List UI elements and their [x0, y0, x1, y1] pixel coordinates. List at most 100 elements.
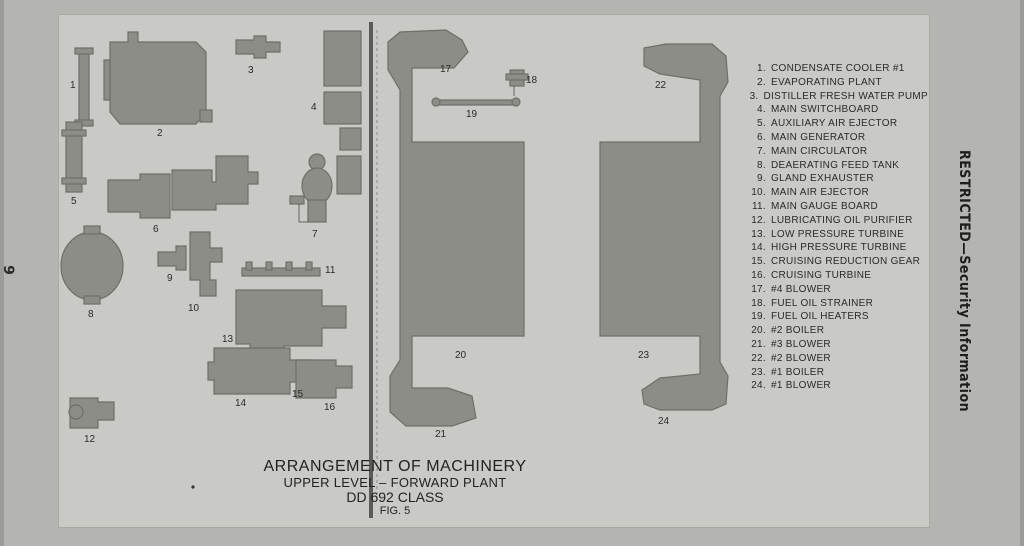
legend-number: 3.	[749, 90, 759, 102]
lube-oil-purifier-shape	[68, 397, 115, 429]
callout-19: 19	[466, 109, 478, 120]
legend-item: 24.#1 BLOWER	[738, 379, 928, 393]
caption-subtitle: UPPER LEVEL – FORWARD PLANT	[283, 475, 507, 490]
condensate-cooler-shape	[74, 47, 94, 127]
legend-item: 8. DEAERATING FEED TANK	[738, 159, 928, 173]
legend-item: 2.EVAPORATING PLANT	[738, 76, 928, 90]
callout-7: 7	[312, 229, 318, 240]
legend-label: LOW PRESSURE TURBINE	[771, 228, 905, 240]
plan-divider	[369, 22, 373, 518]
legend-number: 18.	[751, 297, 766, 309]
legend-label: FUEL OIL HEATERS	[771, 311, 869, 323]
legend-number: 12.	[751, 214, 766, 226]
callout-1: 1	[70, 80, 76, 91]
legend-label: DEAERATING FEED TANK	[771, 159, 900, 171]
evaporating-plant-shape	[103, 31, 213, 125]
legend-item: 21. #3 BLOWER	[738, 338, 928, 352]
legend-number: 14.	[751, 242, 766, 254]
main-switchboard-shape	[323, 30, 362, 195]
legend-item: 10.MAIN AIR EJECTOR	[738, 186, 928, 200]
legend-item: 12. LUBRICATING OIL PURIFIER	[738, 214, 928, 228]
auxiliary-air-ejector-shape	[61, 121, 87, 193]
callout-13: 13	[222, 334, 234, 345]
legend-label: DISTILLER FRESH WATER PUMP	[763, 90, 928, 102]
gland-exhauster-shape	[157, 245, 187, 271]
legend-item: 15.CRUISING REDUCTION GEAR	[738, 255, 928, 269]
legend-label: #2 BLOWER	[771, 352, 831, 364]
legend-label: #1 BLOWER	[771, 380, 831, 392]
callout-24: 24	[658, 416, 670, 427]
main-air-ejector-shape	[189, 231, 223, 297]
callout-23: 23	[638, 350, 650, 361]
legend-label: #2 BOILER	[771, 325, 825, 337]
legend-label: #1 BOILER	[771, 366, 825, 378]
main-generator-shape	[107, 155, 259, 219]
distiller-pump-shape	[235, 35, 281, 59]
legend-label: EVAPORATING PLANT	[771, 76, 882, 88]
callout-11: 11	[325, 265, 336, 276]
legend-number: 8.	[757, 159, 766, 171]
equipment-legend: 1. CONDENSATE COOLER #1 2.EVAPORATING PLAN…	[738, 62, 928, 393]
callout-22: 22	[655, 80, 667, 91]
callout-6: 6	[153, 224, 159, 235]
deaerating-feed-tank-shape	[60, 225, 124, 305]
callout-16: 16	[324, 402, 336, 413]
legend-label: LUBRICATING OIL PURIFIER	[771, 214, 913, 226]
legend-item: 13.LOW PRESSURE TURBINE	[738, 228, 928, 242]
legend-number: 11.	[751, 200, 766, 212]
legend-label: GLAND EXHAUSTER	[771, 173, 874, 185]
turbine-assembly-shape	[207, 289, 353, 399]
callout-20: 20	[455, 350, 467, 361]
legend-item: 4. MAIN SWITCHBOARD	[738, 103, 928, 117]
legend-label: CRUISING TURBINE	[771, 269, 872, 281]
legend-number: 17.	[751, 283, 766, 295]
legend-number: 15.	[751, 256, 766, 268]
callout-4: 4	[311, 102, 317, 113]
legend-label: FUEL OIL STRAINER	[771, 297, 874, 309]
legend-item: 17.#4 BLOWER	[738, 283, 928, 297]
legend-number: 22.	[751, 352, 766, 364]
figure-caption: ARRANGEMENT OF MACHINERY UPPER LEVEL – F…	[240, 458, 550, 518]
legend-number: 19.	[751, 311, 766, 323]
legend-number: 16.	[751, 269, 766, 281]
legend-number: 5.	[757, 118, 766, 130]
callout-8: 8	[88, 309, 94, 320]
callout-2: 2	[157, 128, 163, 139]
legend-item: 11. MAIN GAUGE BOARD	[738, 200, 928, 214]
callout-12: 12	[84, 434, 96, 445]
legend-label: AUXILIARY AIR EJECTOR	[771, 118, 898, 130]
legend-number: 4.	[757, 104, 766, 116]
callout-15: 15	[292, 389, 304, 400]
legend-number: 1.	[757, 63, 766, 74]
callout-18: 18	[526, 75, 538, 86]
legend-item: 20.#2 BOILER	[738, 324, 928, 338]
legend-label: CONDENSATE COOLER #1	[771, 63, 905, 74]
legend-item: 18. FUEL OIL STRAINER	[738, 297, 928, 311]
legend-label: MAIN SWITCHBOARD	[771, 104, 879, 116]
legend-label: MAIN GAUGE BOARD	[771, 200, 879, 212]
boiler-1-shape	[599, 43, 729, 411]
callout-17: 17	[440, 64, 452, 75]
callout-9: 9	[167, 273, 173, 284]
legend-item: 5. AUXILIARY AIR EJECTOR	[738, 117, 928, 131]
legend-number: 6.	[757, 131, 766, 143]
legend-number: 10.	[751, 187, 766, 199]
fuel-oil-heaters-shape	[431, 97, 521, 107]
legend-number: 21.	[751, 338, 766, 350]
callout-14: 14	[235, 398, 247, 409]
legend-label: HIGH PRESSURE TURBINE	[771, 242, 907, 254]
callout-21: 21	[435, 429, 447, 440]
legend-number: 9.	[757, 173, 766, 185]
legend-item: 7.MAIN CIRCULATOR	[738, 145, 928, 159]
callout-3: 3	[248, 65, 254, 76]
main-circulator-shape	[289, 153, 333, 223]
legend-label: MAIN GENERATOR	[771, 131, 866, 143]
callout-10: 10	[188, 303, 200, 314]
callout-5: 5	[71, 196, 77, 207]
main-gauge-board-shape	[241, 261, 321, 277]
legend-item: 19. FUEL OIL HEATERS	[738, 310, 928, 324]
caption-title: ARRANGEMENT OF MACHINERY	[263, 458, 527, 475]
boiler-2-shape	[387, 29, 525, 427]
legend-label: #3 BLOWER	[771, 338, 831, 350]
